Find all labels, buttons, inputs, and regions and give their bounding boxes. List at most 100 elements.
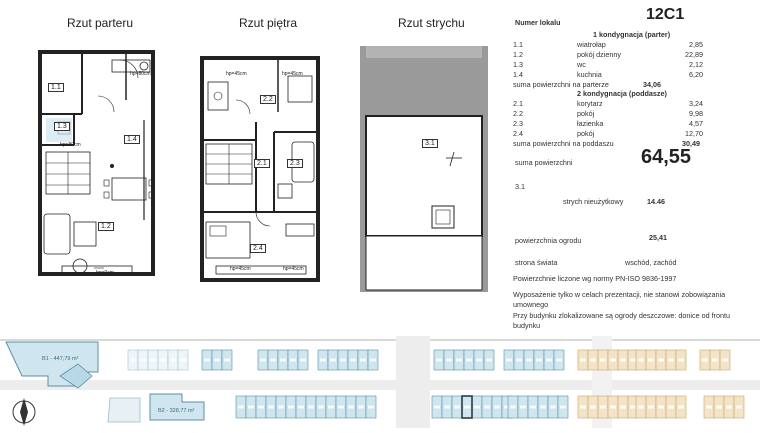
site-house-label-box (290, 358, 296, 362)
room-label-3-1: 3.1 (422, 139, 438, 148)
site-house-label-box (550, 405, 556, 409)
site-house-label-box (268, 405, 274, 409)
garden-area: 25,41 (649, 233, 667, 242)
site-house-label-box (668, 358, 674, 362)
site-house-label-box (436, 358, 442, 362)
room-label-2-1: 2.1 (254, 159, 270, 168)
site-house-label-box (140, 358, 146, 362)
site-house-label-box (476, 358, 482, 362)
garden-label: powierzchnia ogrodu (515, 236, 582, 245)
site-house-label-box (368, 405, 374, 409)
site-house-label-box (358, 405, 364, 409)
site-house-label-box (300, 358, 306, 362)
height-mark: hp=0cm (96, 270, 114, 276)
attic-area: 14.46 (647, 197, 665, 206)
site-house-label-box (204, 358, 210, 362)
site-house-label-box (526, 358, 532, 362)
site-house-label-box (638, 405, 644, 409)
height-mark: hp=45cm (230, 266, 251, 272)
site-house-label-box (338, 405, 344, 409)
unit-number-label: Numer lokalu (515, 18, 561, 27)
note-gardens: Przy budynku zlokalizowane są ogrody des… (513, 311, 730, 330)
site-house-label-box (504, 405, 510, 409)
selected-unit-highlight (461, 395, 473, 419)
site-house-label-box (506, 358, 512, 362)
site-house-label-box (668, 405, 674, 409)
site-house-label-box (600, 358, 606, 362)
site-house-label-box (658, 358, 664, 362)
site-house-label-box (620, 358, 626, 362)
attic-label: strych nieużytkowy (563, 197, 624, 206)
site-house-label-box (546, 358, 552, 362)
site-house-label-box (260, 358, 266, 362)
site-house-label-box (556, 358, 562, 362)
site-house-label-box (248, 405, 254, 409)
room-label-1-4: 1.4 (124, 135, 140, 144)
site-label-b1: B1 - 447,79 m² (42, 356, 79, 362)
room-label-2-4: 2.4 (250, 244, 266, 253)
site-house-label-box (330, 358, 336, 362)
site-house-label-box (348, 405, 354, 409)
site-house-label-box (288, 405, 294, 409)
site-house-label-box (580, 405, 586, 409)
site-house-label-box (638, 358, 644, 362)
site-house-label-box (370, 358, 376, 362)
site-house-label-box (280, 358, 286, 362)
site-house-label-box (678, 358, 684, 362)
floor2-header: 2 kondygnacja (poddasze) (577, 89, 667, 98)
site-house-label-box (658, 405, 664, 409)
site-house-label-box (494, 405, 500, 409)
site-house-label-box (350, 358, 356, 362)
site-house-label-box (706, 405, 712, 409)
height-mark: hp=45cm (282, 71, 303, 77)
note-standard: Powierzchnie liczone wg normy PN-ISO 983… (513, 274, 677, 283)
floor1-header: 1 kondygnacja (parter) (593, 30, 671, 39)
site-label-b2: B2 - 328,77 m² (158, 408, 195, 414)
site-house-label-box (474, 405, 480, 409)
site-house-label-box (298, 405, 304, 409)
site-house-label-box (702, 358, 708, 362)
room-label-1-3: 1.3 (54, 122, 70, 131)
site-house-label-box (486, 358, 492, 362)
site-house-label-box (726, 405, 732, 409)
total-area-label: suma powierzchni (515, 158, 573, 167)
site-house-label-box (258, 405, 264, 409)
site-house-label-box (180, 358, 186, 362)
site-house-label-box (580, 358, 586, 362)
site-house-label-box (318, 405, 324, 409)
site-house-label-box (536, 358, 542, 362)
site-house-label-box (224, 358, 230, 362)
site-house-label-box (516, 358, 522, 362)
site-house-label-box (530, 405, 536, 409)
height-mark: hp=80cm (60, 142, 81, 148)
site-house-label-box (630, 405, 636, 409)
site-house-label-box (464, 405, 470, 409)
ground-floor-title: Rzut parteru (67, 16, 134, 30)
attic-floor-title: Rzut strychu (398, 16, 465, 30)
unit-id: 12C1 (646, 6, 685, 23)
orientation-value: wschód, zachód (625, 258, 677, 267)
room-label-1-1: 1.1 (48, 83, 64, 92)
site-house-label-box (590, 358, 596, 362)
site-house-label-box (712, 358, 718, 362)
site-house-label-box (444, 405, 450, 409)
site-house-label-box (340, 358, 346, 362)
height-mark: hp=45cm (226, 71, 247, 77)
site-house-label-box (610, 358, 616, 362)
upper-floor-title: Rzut piętra (239, 16, 298, 30)
site-house-label-box (620, 405, 626, 409)
room-label-2-2: 2.2 (260, 95, 276, 104)
site-house-label-box (238, 405, 244, 409)
floor1-sum: suma powierzchni na parterze 34,06 (513, 80, 661, 89)
site-map: B1 - 447,79 m² B2 - 328,77 m² (0, 336, 760, 428)
site-house-label-box (320, 358, 326, 362)
site-house-label-box (446, 358, 452, 362)
height-mark: hp=45cm (283, 266, 304, 272)
